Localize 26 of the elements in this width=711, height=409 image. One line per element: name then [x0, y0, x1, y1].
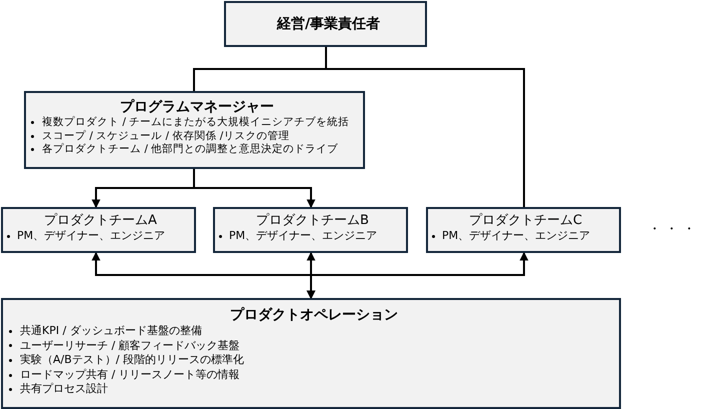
operations-box [1, 298, 621, 409]
role-box [24, 91, 365, 169]
box-heading: プロダクトチームA [44, 213, 157, 229]
bullet-text: PM、デザイナー、エンジニア [17, 229, 166, 243]
team-box [426, 207, 621, 253]
box-heading: プログラムマネージャー [120, 99, 274, 116]
bullet-text: 共有プロセス設計 [20, 382, 108, 397]
team-box [213, 207, 408, 253]
bullet-text: 共通KPI / ダッシュボード基盤の整備 [20, 324, 202, 339]
connector-line [325, 47, 525, 207]
box-heading: プロダクトチームB [256, 213, 369, 229]
role-box [224, 1, 427, 47]
bullet-text: PM、デザイナー、エンジニア [229, 229, 378, 243]
box-heading: プロダクトオペレーション [230, 307, 398, 324]
bullet-text: 各プロダクトチーム / 他部門との調整と意思決定のドライブ [42, 143, 338, 157]
team-box [1, 207, 196, 253]
ellipsis-text: ・ ・ ・ [648, 221, 696, 238]
bullet-text: スコープ / スケジュール / 依存関係 /リスクの管理 [42, 130, 290, 143]
bullet-text: PM、デザイナー、エンジニア [442, 229, 590, 243]
double-arrow [306, 252, 528, 300]
bullet-text: ユーザーリサーチ / 顧客フィードバック基盤 [20, 338, 240, 354]
bullet-text: 複数プロダクト / チームにまたがる大規模イニシアチブを統括 [42, 116, 350, 130]
box-heading: プロダクトチームC [468, 213, 582, 229]
bullet-text: 実験（A/Bテスト）/ 段階的リリースの標準化 [20, 353, 244, 368]
bullet-text: ロードマップ共有 / リリースノート等の情報 [20, 368, 240, 382]
box-heading: 経営/事業責任者 [276, 16, 380, 32]
